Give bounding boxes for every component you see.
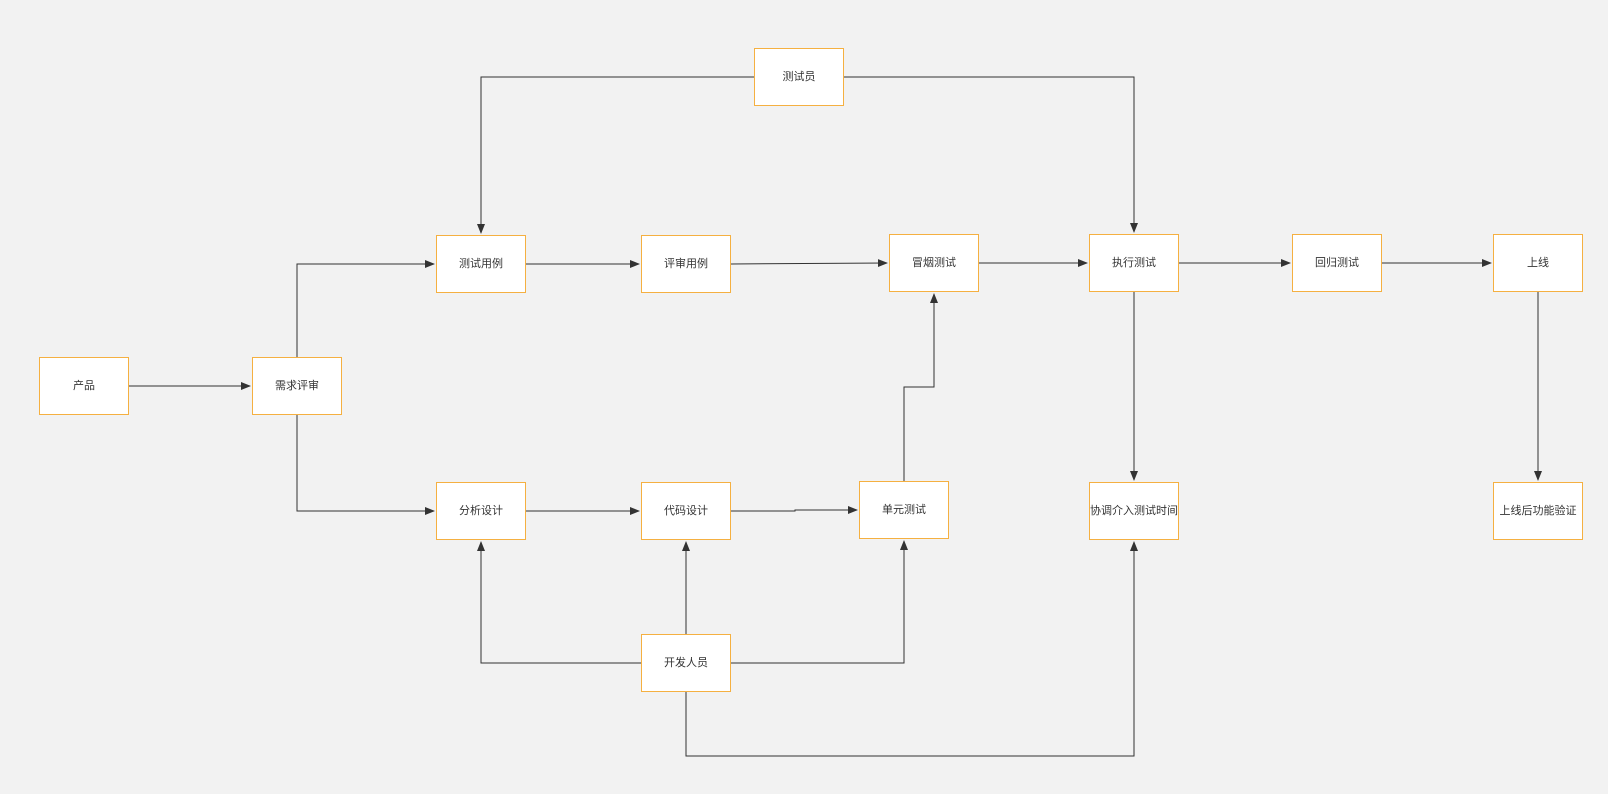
node-coordinate-test-time[interactable]: 协调介入测试时间 [1089,482,1179,540]
edge-unit-test-to-smoke-test[interactable] [903,293,938,481]
edge-tester-to-test-case[interactable] [477,76,754,234]
node-label: 分析设计 [459,504,503,517]
node-label: 单元测试 [882,503,926,516]
node-label: 上线 [1527,256,1549,269]
node-product[interactable]: 产品 [39,357,129,415]
node-label: 评审用例 [664,257,708,270]
node-label: 协调介入测试时间 [1090,504,1178,517]
node-label: 产品 [73,379,95,392]
edge-tester-to-execute-test[interactable] [844,76,1138,233]
node-execute-test[interactable]: 执行测试 [1089,234,1179,292]
node-review-case[interactable]: 评审用例 [641,235,731,293]
edge-developer-to-unit-test[interactable] [731,540,908,664]
node-label: 上线后功能验证 [1499,504,1577,517]
edge-requirement-review-to-analysis-design[interactable] [296,415,435,515]
node-post-launch-verify[interactable]: 上线后功能验证 [1493,482,1583,540]
edge-requirement-review-to-test-case[interactable] [296,260,435,357]
node-requirement-review[interactable]: 需求评审 [252,357,342,415]
node-smoke-test[interactable]: 冒烟测试 [889,234,979,292]
node-go-live[interactable]: 上线 [1493,234,1583,292]
node-label: 回归测试 [1315,256,1359,269]
node-label: 冒烟测试 [912,256,956,269]
edge-code-design-to-unit-test[interactable] [731,506,858,514]
edge-developer-to-analysis-design[interactable] [477,541,641,664]
node-regression-test[interactable]: 回归测试 [1292,234,1382,292]
node-tester[interactable]: 测试员 [754,48,844,106]
node-label: 测试员 [782,70,816,83]
node-unit-test[interactable]: 单元测试 [859,481,949,539]
node-analysis-design[interactable]: 分析设计 [436,482,526,540]
node-code-design[interactable]: 代码设计 [641,482,731,540]
node-label: 代码设计 [664,504,708,517]
edge-developer-to-coordinate-test-time[interactable] [685,541,1138,757]
node-label: 测试用例 [459,257,503,270]
node-developer[interactable]: 开发人员 [641,634,731,692]
node-label: 需求评审 [275,379,319,392]
node-test-case[interactable]: 测试用例 [436,235,526,293]
node-label: 执行测试 [1112,256,1156,269]
node-label: 开发人员 [664,656,708,669]
edge-review-case-to-smoke-test[interactable] [730,259,888,268]
